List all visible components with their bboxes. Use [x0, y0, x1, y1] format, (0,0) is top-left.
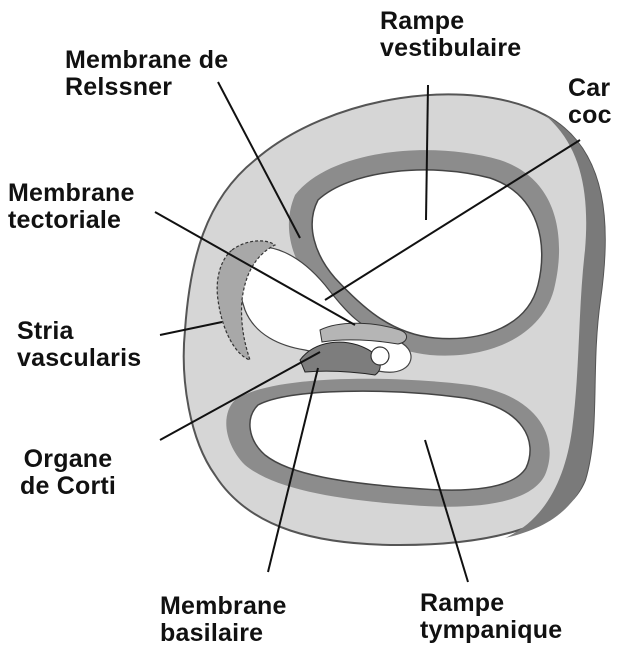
label-vestibulaire-line2: vestibulaire	[380, 35, 521, 62]
label-stria-line2: vascularis	[17, 345, 141, 372]
label-rampe-tympanique: Rampe tympanique	[420, 590, 562, 644]
organ-of-corti-cell	[371, 347, 389, 365]
label-organe-de-corti: Organe de Corti	[20, 446, 116, 500]
label-reissner-membrane: Membrane de Relssner	[65, 47, 228, 101]
label-reissner-line2: Relssner	[65, 74, 228, 101]
label-tympanique-line1: Rampe	[420, 590, 562, 617]
label-basilaire-line1: Membrane	[160, 593, 287, 620]
label-tectoriale-line1: Membrane	[8, 180, 135, 207]
label-tectoriale-line2: tectoriale	[8, 207, 135, 234]
label-membrane-basilaire: Membrane basilaire	[160, 593, 287, 647]
label-basilaire-line2: basilaire	[160, 620, 287, 647]
label-corti-line1: Organe	[20, 446, 116, 473]
label-corti-line2: de Corti	[20, 473, 116, 500]
label-membrane-tectoriale: Membrane tectoriale	[8, 180, 135, 234]
label-canal-cochleaire: Car coc	[568, 75, 612, 129]
label-reissner-line1: Membrane de	[65, 47, 228, 74]
label-tympanique-line2: tympanique	[420, 617, 562, 644]
label-canal-line2: coc	[568, 102, 612, 129]
label-vestibulaire-line1: Rampe	[380, 8, 521, 35]
label-stria-vascularis: Stria vascularis	[17, 318, 141, 372]
label-rampe-vestibulaire: Rampe vestibulaire	[380, 8, 521, 62]
label-stria-line1: Stria	[17, 318, 141, 345]
label-canal-line1: Car	[568, 75, 612, 102]
